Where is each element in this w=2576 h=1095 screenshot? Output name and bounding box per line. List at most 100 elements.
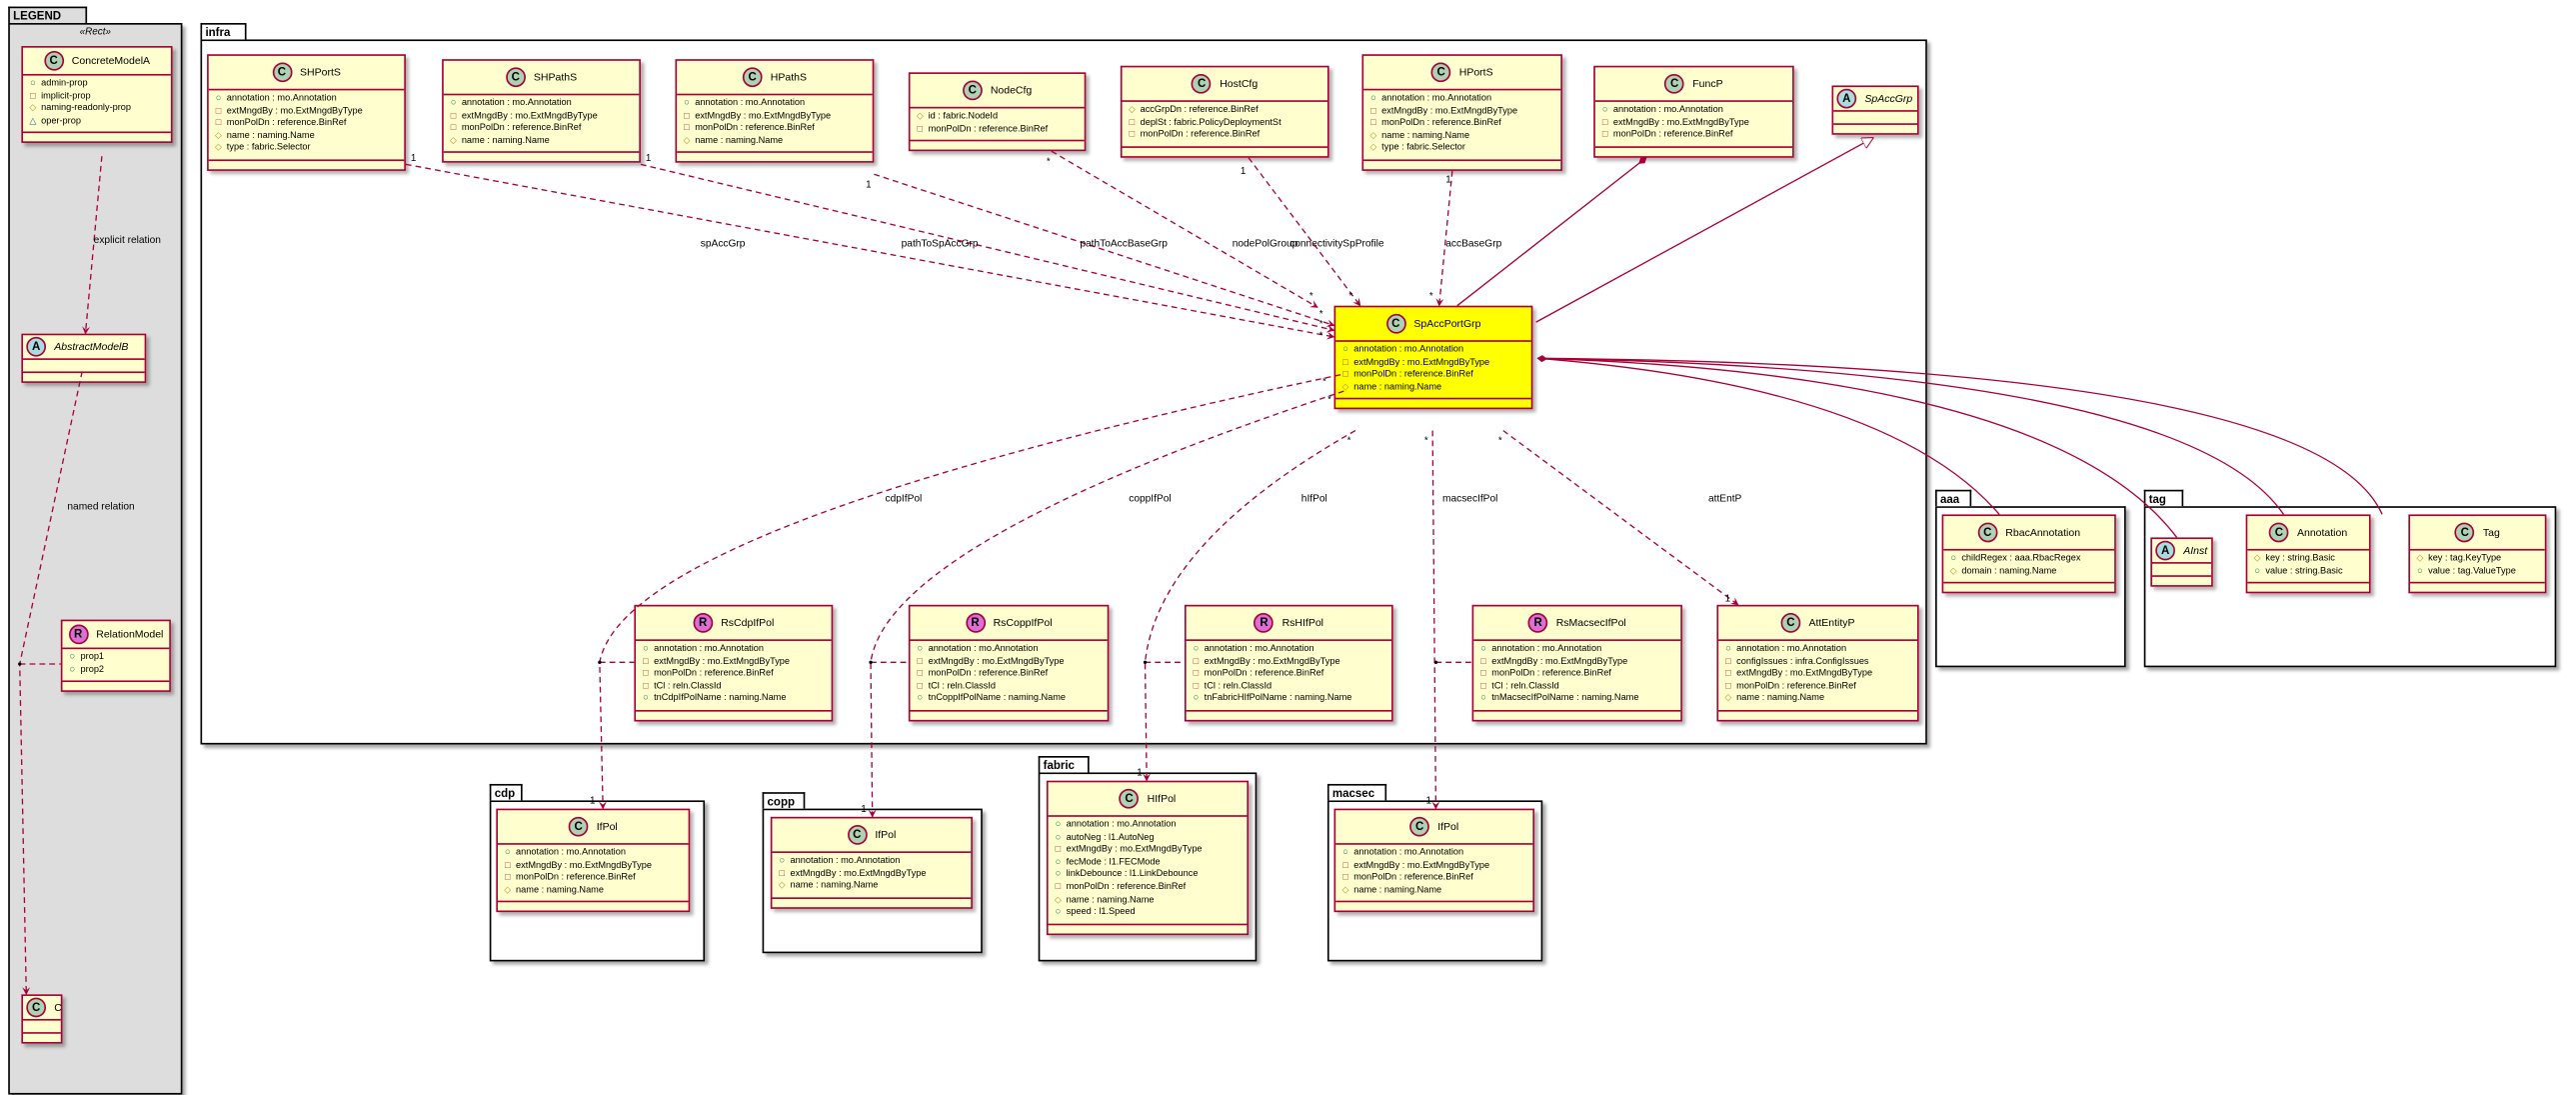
attribute-text: annotation : mo.Annotation bbox=[1066, 820, 1177, 830]
named-relation-line bbox=[19, 371, 83, 996]
class-attributes: ○admin-prop□implicit-prop◇naming-readonl… bbox=[23, 76, 171, 134]
attribute-text: oper-prop bbox=[41, 116, 81, 127]
private-visibility-icon: □ bbox=[30, 91, 36, 102]
package-stereotype: «Rect» bbox=[79, 27, 111, 38]
relation-label: cdpIfPol bbox=[886, 493, 923, 504]
multiplicity-label: 1 bbox=[1426, 796, 1431, 807]
multiplicity-label: * bbox=[1322, 377, 1326, 388]
class-attributes: ○annotation : mo.Annotation□extMngdBy : … bbox=[497, 845, 689, 903]
class-icon: C bbox=[742, 67, 763, 88]
class-name: IfPol bbox=[875, 829, 897, 841]
class-attribute: □configIssues : infra.ConfigIssues bbox=[1723, 657, 1912, 669]
class-name: Tag bbox=[2482, 526, 2500, 539]
class-attribute: ◇name : naming.Name bbox=[682, 136, 868, 148]
class-attribute: □monPolDn : reference.BinRef bbox=[1368, 119, 1555, 131]
attribute-text: domain : naming.Name bbox=[1961, 566, 2057, 577]
attribute-text: tnMacsecIfPolName : naming.Name bbox=[1491, 694, 1639, 705]
multiplicity-label: 1 bbox=[1241, 166, 1246, 177]
class-attribute: □extMngdBy : mo.ExtMngdByType bbox=[449, 111, 635, 123]
class-attribute: △oper-prop bbox=[28, 116, 166, 128]
protected-visibility-icon: ◇ bbox=[29, 103, 37, 114]
class-attribute: □monPolDn : reference.BinRef bbox=[915, 669, 1102, 681]
package-tab: macsec bbox=[1326, 783, 1387, 801]
class-name: AbstractModelB bbox=[54, 341, 129, 353]
relation-path-to-acc-base-grp bbox=[874, 173, 1335, 327]
class-attributes: ○annotation : mo.Annotation□extMngdBy : … bbox=[1335, 342, 1531, 400]
private-visibility-icon: □ bbox=[1193, 681, 1200, 692]
attribute-text: tnFabricHIfPolName : naming.Name bbox=[1204, 694, 1352, 705]
attribute-text: tCl : reln.ClassId bbox=[654, 681, 722, 692]
attribute-text: monPolDn : reference.BinRef bbox=[516, 873, 636, 883]
package-tab: tag bbox=[2143, 489, 2184, 507]
attribute-text: extMngdBy : mo.ExtMngdByType bbox=[1491, 656, 1628, 667]
class-attributes bbox=[2151, 564, 2212, 577]
association-point bbox=[18, 662, 22, 666]
attribute-text: prop1 bbox=[80, 652, 105, 663]
attribute-text: speed : l1.Speed bbox=[1066, 907, 1136, 918]
protected-visibility-icon: ◇ bbox=[215, 131, 223, 141]
attribute-text: id : fabric.NodeId bbox=[928, 111, 999, 122]
class-icon: C bbox=[847, 825, 868, 845]
relation-label: connectivitySpProfile bbox=[1289, 239, 1384, 250]
class-attribute: ○annotation : mo.Annotation bbox=[1340, 345, 1526, 357]
class-attribute: ◇name : naming.Name bbox=[1340, 885, 1527, 897]
multiplicity-label: 1 bbox=[861, 804, 866, 815]
multiplicity-label: 1 bbox=[411, 153, 416, 164]
class-attribute: □monPolDn : reference.BinRef bbox=[915, 124, 1079, 136]
attribute-text: extMngdBy : mo.ExtMngdByType bbox=[1204, 656, 1340, 667]
attribute-text: name : naming.Name bbox=[1736, 694, 1825, 705]
attribute-text: monPolDn : reference.BinRef bbox=[1066, 882, 1187, 893]
class-attribute: ◇accGrpDn : reference.BinRef bbox=[1127, 105, 1322, 117]
relation-class-icon: R bbox=[1527, 613, 1548, 633]
attribute-text: deplSt : fabric.PolicyDeploymentSt bbox=[1140, 117, 1282, 128]
attribute-text: annotation : mo.Annotation bbox=[1612, 105, 1723, 116]
public-visibility-icon: ○ bbox=[1055, 832, 1062, 843]
attribute-text: type : fabric.Selector bbox=[1381, 143, 1466, 154]
class-attribute: □tCl : reln.ClassId bbox=[915, 682, 1102, 694]
private-visibility-icon: □ bbox=[1601, 130, 1608, 141]
private-visibility-icon: □ bbox=[1370, 106, 1376, 117]
class-icon: C bbox=[1664, 73, 1684, 94]
class-icon: C bbox=[568, 816, 589, 837]
attribute-text: monPolDn : reference.BinRef bbox=[1612, 130, 1733, 141]
attribute-text: name : naming.Name bbox=[1066, 894, 1155, 905]
protected-visibility-icon: ◇ bbox=[2416, 553, 2424, 564]
